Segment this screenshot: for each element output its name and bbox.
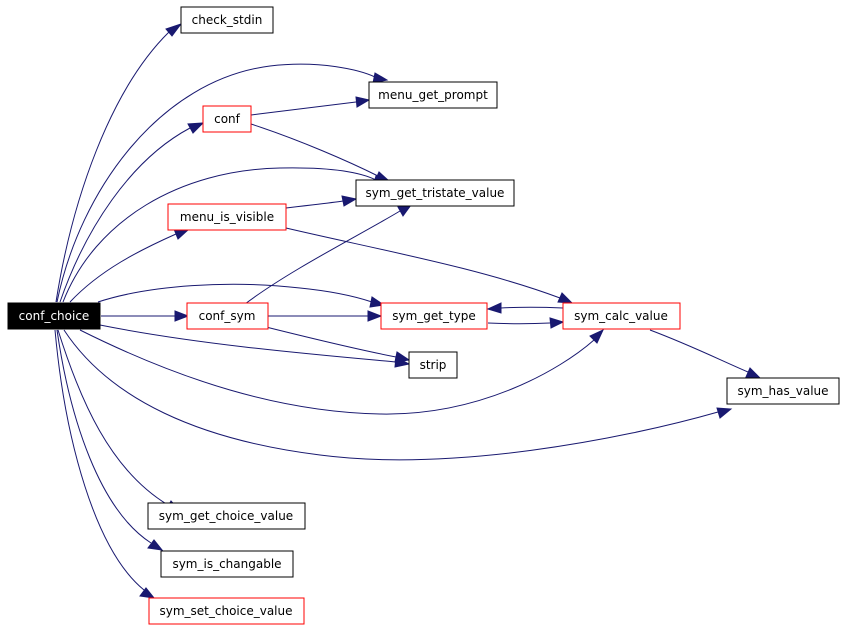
nodes-layer: conf_choice check_stdin conf menu_get_pr… [7,6,840,625]
node-menu_get_prompt[interactable]: menu_get_prompt [368,81,498,109]
node-strip[interactable]: strip [408,351,458,379]
edge-conf_choice-sym_set_choice_value [54,329,156,599]
node-sym_calc_value[interactable]: sym_calc_value [562,302,681,330]
edge-sym_get_type-sym_calc_value [487,317,565,329]
node-label-menu_get_prompt: menu_get_prompt [378,88,488,102]
node-label-sym_has_value: sym_has_value [737,384,828,398]
edge-conf_choice-sym_has_value [63,329,733,461]
node-label-sym_calc_value: sym_calc_value [574,309,668,323]
node-sym_get_choice_value[interactable]: sym_get_choice_value [147,502,306,530]
edge-sym_calc_value-sym_get_type [486,302,564,314]
node-sym_get_type[interactable]: sym_get_type [380,302,488,330]
edge-conf_choice-conf [59,122,205,303]
node-label-conf: conf [214,112,241,126]
edge-conf_sym-sym_get_type [268,310,383,322]
node-label-strip: strip [420,358,447,372]
edge-conf_choice-conf_sym [101,310,190,322]
node-sym_is_changable[interactable]: sym_is_changable [160,550,294,578]
node-sym_get_tristate_value[interactable]: sym_get_tristate_value [355,179,515,207]
node-label-conf_sym: conf_sym [199,309,256,323]
node-label-conf_choice: conf_choice [19,309,90,323]
node-label-sym_get_type: sym_get_type [392,309,476,323]
edge-menu_is_visible-sym_get_tristate_value [285,195,358,209]
edge-conf_sym-strip [261,325,411,363]
node-sym_has_value[interactable]: sym_has_value [726,377,840,405]
node-conf_sym[interactable]: conf_sym [186,302,269,330]
node-conf_choice[interactable]: conf_choice [7,302,101,330]
node-label-sym_set_choice_value: sym_set_choice_value [159,604,292,618]
node-label-sym_get_tristate_value: sym_get_tristate_value [366,186,505,200]
edge-conf-menu_get_prompt [250,96,371,116]
node-check_stdin[interactable]: check_stdin [180,6,274,34]
node-conf[interactable]: conf [202,105,252,133]
edge-conf_choice-check_stdin [55,23,183,303]
node-label-check_stdin: check_stdin [192,13,263,27]
node-sym_set_choice_value[interactable]: sym_set_choice_value [148,597,305,625]
edge-conf_choice-sym_calc_value [79,328,605,415]
node-label-sym_is_changable: sym_is_changable [172,557,281,571]
edge-conf_choice-sym_is_changable [56,329,164,551]
node-menu_is_visible[interactable]: menu_is_visible [167,203,287,231]
node-label-sym_get_choice_value: sym_get_choice_value [159,509,293,523]
node-label-menu_is_visible: menu_is_visible [180,210,274,224]
